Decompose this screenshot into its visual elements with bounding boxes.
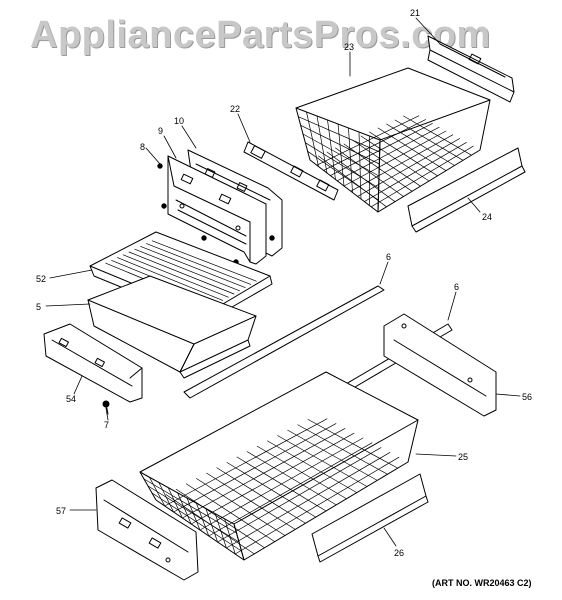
callout-6-lower: 6: [454, 282, 459, 292]
callout-8: 8: [140, 142, 145, 152]
part-57-front-panel[interactable]: [95, 479, 199, 581]
part-7-screw[interactable]: [102, 400, 110, 415]
callout-56: 56: [522, 392, 532, 402]
callout-52: 52: [36, 274, 46, 284]
callout-labels: 21 23 22 10 9 8 24 6 6 52 5 54 7 56 25 5…: [36, 8, 532, 558]
leader-lines: [45, 17, 521, 547]
callout-21: 21: [410, 8, 420, 18]
part-23-upper-basket[interactable]: [295, 67, 491, 213]
callout-5: 5: [36, 302, 41, 312]
part-21-rail[interactable]: [427, 35, 515, 103]
part-26-drawer-front[interactable]: [311, 473, 429, 563]
callout-7: 7: [104, 420, 109, 430]
part-5-crisper-pan[interactable]: [87, 275, 257, 379]
art-number: (ART NO. WR20463 C2): [432, 578, 532, 588]
callout-26: 26: [394, 548, 404, 558]
callout-22: 22: [230, 104, 240, 114]
part-25-lower-basket[interactable]: [139, 371, 419, 561]
part-9-bracket[interactable]: [167, 155, 267, 265]
callout-25: 25: [458, 452, 468, 462]
callout-10: 10: [174, 116, 184, 126]
callout-54: 54: [66, 394, 76, 404]
callout-57: 57: [56, 506, 66, 516]
part-22-slide-rail[interactable]: [243, 141, 339, 201]
callout-24: 24: [482, 212, 492, 222]
callout-6-upper: 6: [386, 252, 391, 262]
watermark-logo: AppliancePartsPros.com: [30, 14, 491, 56]
callout-9: 9: [158, 126, 163, 136]
part-54-side-bracket[interactable]: [43, 323, 143, 403]
part-24-drawer-front[interactable]: [407, 147, 526, 233]
callout-23: 23: [344, 42, 354, 52]
part-6-rod-left[interactable]: [183, 285, 385, 399]
part-56-side-bracket[interactable]: [383, 313, 497, 417]
